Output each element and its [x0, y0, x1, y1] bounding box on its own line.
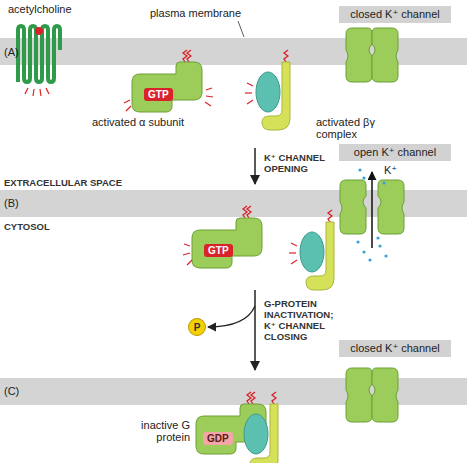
- acetylcholine-symbol: [35, 27, 43, 35]
- activation-rays: [289, 243, 297, 264]
- phosphate-circle: P: [188, 318, 206, 336]
- part-label: inactive G protein: [132, 419, 190, 443]
- gdp-box: GDP: [203, 432, 233, 445]
- panel-letter: (C): [4, 385, 19, 397]
- beta-gamma-complex: [256, 50, 290, 130]
- alpha-subunit: [192, 206, 262, 268]
- panel-letter: (A): [4, 46, 19, 58]
- node-text: GTP: [208, 245, 229, 256]
- release-arrow: [208, 306, 255, 327]
- gtp-box: GTP: [204, 244, 233, 257]
- k-channel-closed: [346, 368, 398, 422]
- state-label-box: open K⁺ channel: [339, 144, 451, 161]
- state-label-box: closed K⁺ channel: [339, 6, 451, 23]
- node-text: P: [194, 322, 201, 333]
- node-text: closed K⁺ channel: [345, 342, 445, 355]
- activation-rays: [183, 244, 192, 265]
- gtp-box: GTP: [144, 88, 173, 101]
- activation-rays: [245, 83, 253, 104]
- molecule-label: acetylcholine: [8, 3, 72, 15]
- ion-label: K⁺: [384, 164, 397, 176]
- node-text: closed K⁺ channel: [345, 8, 445, 21]
- step-label: G-PROTEIN INACTIVATION; K⁺ CHANNEL CLOSI…: [264, 298, 344, 342]
- region-label: CYTOSOL: [4, 221, 50, 232]
- beta-gamma-complex: [300, 210, 334, 290]
- node-text: open K⁺ channel: [345, 146, 445, 159]
- part-label: plasma membrane: [150, 7, 241, 19]
- state-label-box: closed K⁺ channel: [339, 340, 451, 357]
- ion-flow-arrow: [371, 172, 373, 248]
- part-label: activated βγ complex: [316, 116, 382, 140]
- step-label: K⁺ CHANNEL OPENING: [264, 152, 344, 174]
- k-channel-closed: [346, 28, 398, 82]
- process-arrow: [254, 148, 256, 184]
- inactive-g-protein: [196, 392, 278, 463]
- part-label: activated α subunit: [92, 116, 184, 128]
- alpha-subunit: [132, 50, 202, 112]
- potassium-ions: [356, 168, 387, 261]
- region-label: EXTRACELLULAR SPACE: [4, 177, 122, 188]
- panel-letter: (B): [4, 197, 19, 209]
- node-text: GDP: [207, 433, 229, 444]
- leader-line: [238, 21, 244, 37]
- node-text: GTP: [148, 89, 169, 100]
- activation-rays: [25, 88, 49, 96]
- activation-rays: [124, 88, 213, 111]
- process-arrow: [254, 290, 256, 370]
- receptor-symbol: [18, 26, 60, 82]
